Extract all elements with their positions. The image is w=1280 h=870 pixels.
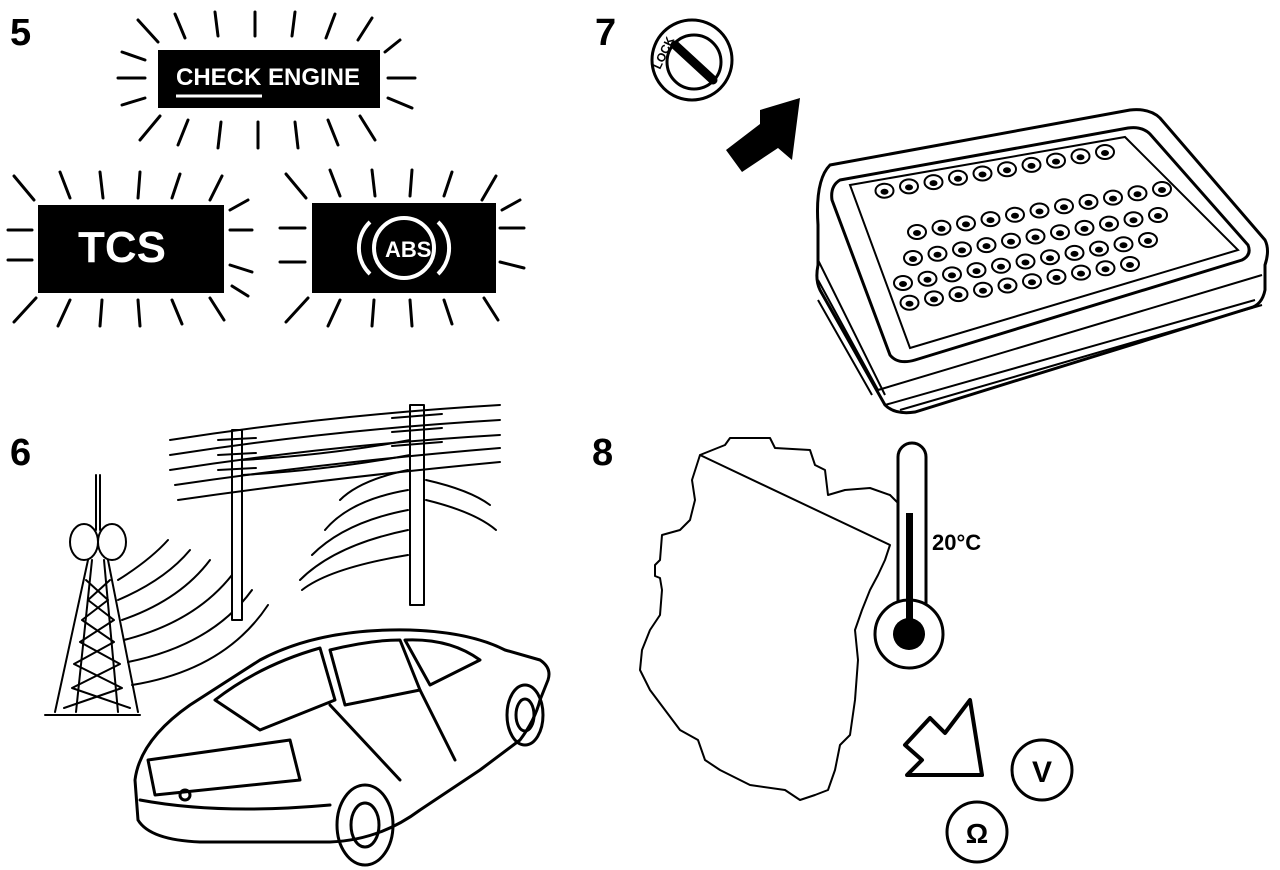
tcs-box (38, 205, 224, 293)
connector-pin-hole (979, 287, 987, 294)
connector-pin-hole (1056, 230, 1064, 237)
connector-pin-hole (1052, 274, 1061, 281)
connector-pin-hole (982, 243, 991, 250)
abs-circle (372, 216, 436, 280)
connector-pin-hole (899, 281, 907, 287)
connector-pin-hole (905, 300, 914, 307)
ohm-symbol: Ω (966, 818, 988, 849)
car (133, 628, 551, 867)
panel-6-number: 6 (10, 432, 31, 474)
connector-pin-hole (958, 247, 966, 254)
connector-pins (874, 144, 1172, 311)
connector-pin-hole (880, 188, 889, 195)
connector-pin-hole (954, 175, 962, 182)
connector-pin-hole (1003, 167, 1011, 174)
power-lines (169, 404, 501, 621)
thermometer-icon (873, 441, 945, 670)
connector-pin-hole (1028, 279, 1036, 286)
connector-pin-hole (1109, 195, 1117, 202)
connector-pin-hole (1101, 150, 1109, 156)
connector-pin-hole (929, 180, 938, 187)
temperature-label: 20°C (932, 530, 981, 555)
connector-pin-hole (1077, 270, 1085, 277)
connector-pin-hole (1126, 262, 1134, 268)
connector-pin-hole (1021, 259, 1030, 266)
connector-pin-hole (1144, 238, 1152, 244)
connector-pin-hole (1007, 238, 1015, 245)
connector-pin-hole (1080, 225, 1089, 232)
panel-5: 5 CHECK ENGINE (6, 10, 526, 328)
measure-arrow-icon (903, 698, 984, 777)
connector-pin-hole (1084, 199, 1093, 206)
connector-pin-hole (913, 230, 921, 236)
engine-outline (639, 437, 901, 801)
panel-7: 7 LOCK (595, 12, 1269, 415)
connector-pin-hole (1060, 204, 1068, 211)
abs-bracket-left (356, 220, 372, 276)
radio-tower (44, 474, 141, 716)
connector-pin-hole (1129, 217, 1138, 224)
ohmmeter-icon: Ω (945, 800, 1009, 864)
arrow-to-connector-icon (726, 98, 800, 172)
panel-8: 8 20°C V Ω (592, 432, 1074, 864)
connector-pin-hole (986, 217, 995, 224)
connector-pin-hole (972, 268, 981, 275)
connector-pin-hole (978, 171, 987, 178)
check-engine-glow-rays (116, 10, 417, 150)
connector-pin-hole (1119, 242, 1128, 249)
connector-pin-hole (1011, 212, 1019, 219)
connector-pin-hole (1070, 250, 1079, 257)
tcs-label: TCS (78, 223, 166, 272)
check-engine-label: CHECK ENGINE (176, 64, 360, 91)
panel-8-number: 8 (592, 432, 613, 474)
connector-pin-hole (1158, 187, 1166, 193)
connector-pin-hole (1105, 221, 1113, 228)
abs-bracket-right (436, 220, 452, 276)
connector-pin-hole (1154, 213, 1162, 219)
voltmeter-icon: V (1010, 738, 1074, 802)
volt-symbol: V (1032, 756, 1052, 789)
tcs-lamp: TCS (6, 170, 254, 328)
connector-pin-hole (997, 263, 1005, 270)
connector-pin-hole (909, 256, 917, 262)
lock-ignition-icon: LOCK (650, 18, 734, 102)
power-line-waves (299, 469, 497, 591)
connector-pin-hole (962, 221, 970, 228)
connector-pin-hole (905, 184, 913, 191)
connector-pin-hole (954, 292, 963, 299)
check-engine-box (158, 50, 380, 108)
connector-pin-hole (1031, 234, 1040, 241)
check-engine-lamp: CHECK ENGINE (116, 10, 417, 150)
connector-pin-hole (1095, 246, 1103, 253)
connector-pin-hole (1076, 154, 1085, 161)
panel-5-number: 5 (10, 12, 31, 54)
panel-6: 6 (10, 404, 551, 867)
panel-7-number: 7 (595, 12, 616, 54)
connector-pin-hole (1003, 283, 1012, 290)
connector-pin-hole (1133, 191, 1142, 198)
radio-waves (117, 539, 269, 686)
connector-pin-hole (933, 251, 942, 258)
connector-pin-hole (1046, 255, 1054, 262)
connector-pin-hole (1027, 162, 1036, 169)
diagnostic-connector (815, 108, 1269, 415)
connector-pin-hole (948, 272, 956, 279)
abs-lamp: ABS (278, 168, 526, 328)
connector-pin-hole (1035, 208, 1044, 215)
abs-glow-rays (278, 168, 526, 328)
connector-pin-hole (930, 296, 938, 303)
connector-pin-hole (1101, 266, 1110, 273)
connector-pin-hole (1052, 158, 1060, 165)
abs-label: ABS (385, 237, 431, 262)
tcs-glow-rays (6, 170, 254, 328)
connector-pin-hole (923, 276, 932, 283)
connector-pin-hole (937, 225, 946, 232)
